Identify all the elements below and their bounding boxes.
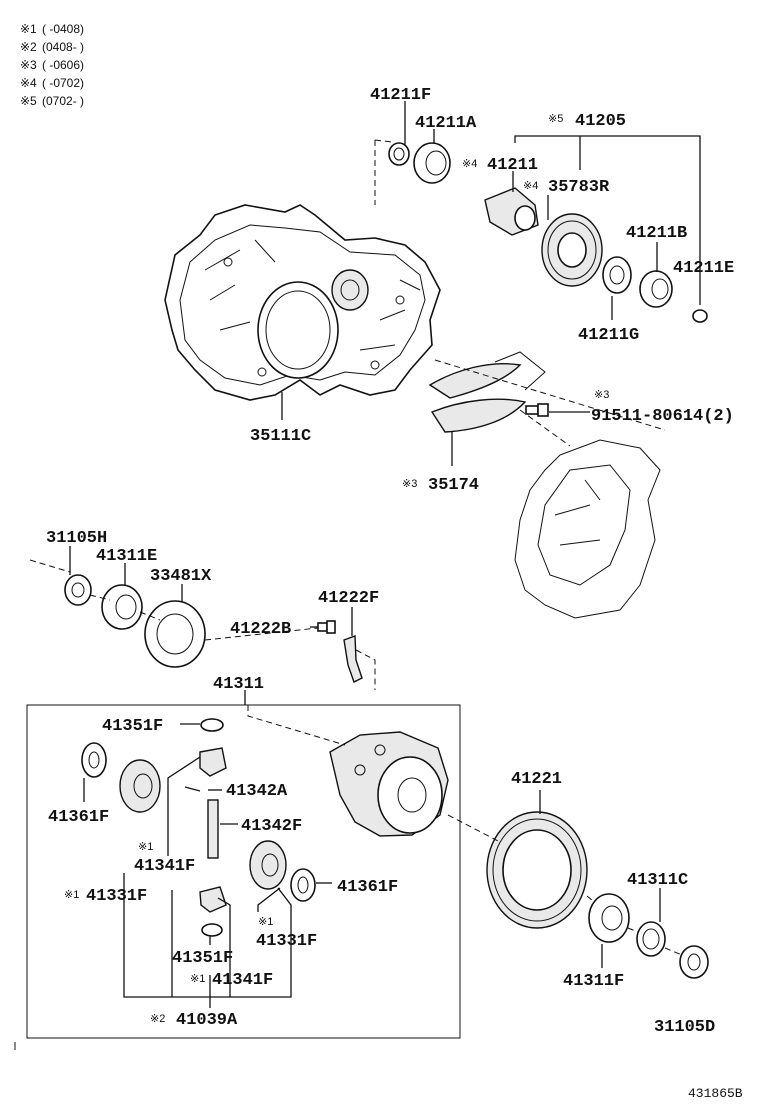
pinion-shaft-41342F-drawing [207,799,219,859]
ring-gear-41221-drawing [486,811,588,929]
label-41311F: 41311F [563,972,624,991]
side-gear-41331F-left-drawing [119,759,161,813]
label-35783R: 35783R [548,178,610,197]
seal-31105H-drawing [64,574,92,606]
mark-35174: ※3 [402,478,417,490]
transmission-case-partial [514,439,661,619]
legend-text-5: (0702- ) [42,94,84,108]
leader-lines [29,101,701,1008]
legend-mark-1: ※1 [20,22,37,36]
seal-31105D-drawing [679,945,709,979]
legend-text-1: ( -0408) [42,22,84,36]
bearing-41311E-drawing [101,584,143,630]
mark-41205: ※5 [548,113,563,125]
label-41039A: 41039A [176,1011,238,1030]
label-31105H: 31105H [46,529,107,548]
plate-41222F-drawing [343,635,363,683]
differential-case-drawing [329,731,449,837]
label-41341F-upper: 41341F [134,857,195,876]
label-41211G: 41211G [578,326,639,345]
label-41342A: 41342A [226,782,288,801]
cover-35174-drawing [428,351,546,433]
label-41205: 41205 [575,112,626,131]
bearing-41211G-drawing [602,256,632,294]
part-labels: 41211F 41211A ※5 41205 ※4 41211 ※4 35783… [46,86,743,1101]
mark-41341F-lower: ※1 [190,973,205,985]
legend: ※1 ( -0408) ※2 (0408- ) ※3 ( -0606) ※4 (… [20,22,84,108]
mark-41039A: ※2 [150,1013,165,1025]
legend-mark-4: ※4 [20,76,37,90]
pinion-41341F-lower-drawing [199,886,227,913]
legend-mark-5: ※5 [20,94,37,108]
label-33481X: 33481X [150,567,212,586]
side-gear-41331F-right-drawing [249,840,287,890]
bearing-41211A-drawing [413,142,451,184]
label-41361F-left: 41361F [48,808,109,827]
label-35111C: 35111C [250,427,311,446]
shaft-41211-drawing [484,187,539,236]
pinion-41341F-upper-drawing [199,747,227,777]
cap-41211E-drawing [692,309,708,323]
label-35174: 35174 [428,476,479,495]
label-31105D: 31105D [654,1018,715,1037]
legend-text-2: (0408- ) [42,40,84,54]
label-41351F-bottom: 41351F [172,949,233,968]
mark-41331F-right: ※1 [258,916,273,928]
label-91511-80614: 91511-80614(2) [591,407,734,426]
label-41331F-left: 41331F [86,887,147,906]
shim-41311C-drawing [636,921,666,957]
label-41221: 41221 [511,770,562,789]
label-41311E: 41311E [96,547,157,566]
label-41342F: 41342F [241,817,302,836]
gear-35783R-drawing [541,213,603,287]
mark-41341F-upper: ※1 [138,841,153,853]
label-41341F-lower: 41341F [212,971,273,990]
label-41211B: 41211B [626,224,687,243]
label-41311C: 41311C [627,871,688,890]
legend-text-4: ( -0702) [42,76,84,90]
label-41211A: 41211A [415,114,477,133]
bolt-91511-drawing [525,403,549,417]
mark-35783R: ※4 [523,180,538,192]
race-33481X-drawing [144,600,206,668]
label-41361F-right: 41361F [337,878,398,897]
legend-mark-2: ※2 [20,40,37,54]
label-41351F-top: 41351F [102,717,163,736]
legend-mark-3: ※3 [20,58,37,72]
label-41211E: 41211E [673,259,734,278]
washer-41361F-right-drawing [290,868,316,902]
bolt-41222B-drawing [317,620,336,634]
label-41311: 41311 [213,675,264,694]
legend-text-3: ( -0606) [42,58,84,72]
label-41331F-right: 41331F [256,932,317,951]
transaxle-housing-drawing [164,204,441,401]
label-41211: 41211 [487,156,538,175]
washer-41361F-left-drawing [81,742,107,778]
label-41222B: 41222B [230,620,291,639]
mark-41331F-left: ※1 [64,889,79,901]
label-41222F: 41222F [318,589,379,608]
bearing-41211F-drawing [388,142,410,166]
shaft-lock-pin-41342A-drawing [184,786,201,792]
figure-id: 431865B [688,1086,743,1101]
label-41211F-top: 41211F [370,86,431,105]
washer-41351F-top-drawing [200,718,224,732]
bearing-41311F-drawing [588,893,630,943]
washer-41351F-bottom-drawing [201,923,223,937]
bearing-41211B-drawing [639,270,673,308]
mark-41211: ※4 [462,158,477,170]
mark-91511: ※3 [594,389,609,401]
differential-group-frame [26,704,461,1039]
